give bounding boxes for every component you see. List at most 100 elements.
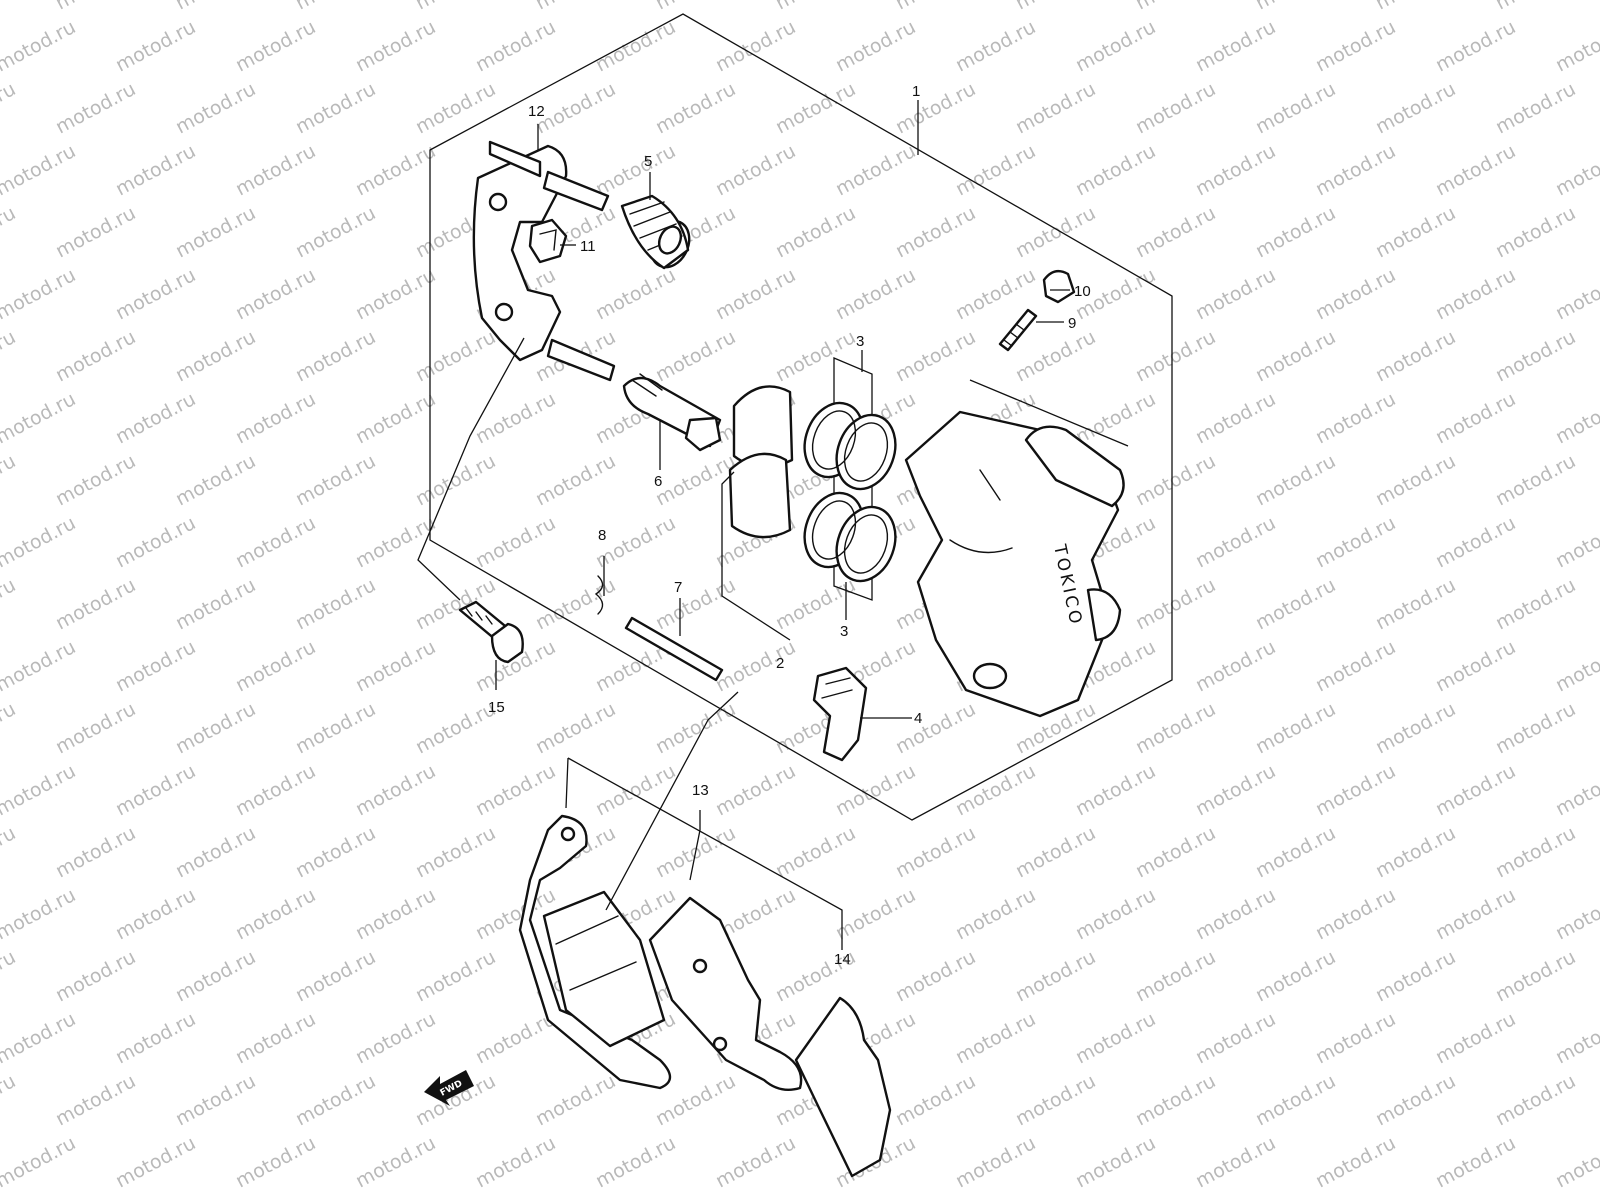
dust-boot — [620, 194, 691, 270]
pad-pin — [624, 616, 724, 682]
slide-pin — [622, 373, 722, 452]
watermark-text: motod.ru — [772, 202, 859, 262]
watermark-text: motod.ru — [472, 1132, 559, 1192]
watermark-text: motod.ru — [1012, 946, 1099, 1006]
watermark-text: motod.ru — [232, 264, 319, 324]
watermark-text: motod.ru — [352, 636, 439, 696]
watermark-text: motod.ru — [172, 1070, 259, 1130]
watermark-text: motod.ru — [112, 760, 199, 820]
watermark-text: motod.ru — [1132, 78, 1219, 138]
watermark-text: motod.ru — [1252, 0, 1339, 14]
watermark-text: motod.ru — [1072, 140, 1159, 200]
watermark-text: motod.ru — [592, 140, 679, 200]
watermark-text: motod.ru — [0, 1070, 19, 1130]
watermark-text: motod.ru — [1372, 0, 1459, 14]
pad-spring-clip — [528, 218, 568, 264]
watermark-text: motod.ru — [352, 16, 439, 76]
watermark-text: motod.ru — [1372, 1070, 1459, 1130]
watermark-text: motod.ru — [832, 760, 919, 820]
watermark-text: motod.ru — [1132, 1070, 1219, 1130]
watermark-text: motod.ru — [1492, 574, 1579, 634]
watermark-text: motod.ru — [1132, 0, 1219, 14]
watermark-text: motod.ru — [1012, 1070, 1099, 1130]
watermark-text: motod.ru — [652, 0, 739, 14]
watermark-text: motod.ru — [1432, 1008, 1519, 1068]
watermark-text: motod.ru — [712, 760, 799, 820]
brake-pad-shim — [794, 996, 892, 1178]
watermark-text: motod.ru — [892, 78, 979, 138]
watermark-text: motod.ru — [472, 16, 559, 76]
watermark-text: motod.ru — [1192, 512, 1279, 572]
watermark-text: motod.ru — [1252, 326, 1339, 386]
watermark-text: motod.ru — [1072, 16, 1159, 76]
brake-pad-rear — [648, 896, 803, 1091]
assembly-box-outline — [429, 13, 1173, 821]
watermark-text: motod.ru — [1492, 0, 1579, 14]
watermark-text: motod.ru — [232, 760, 319, 820]
watermark-text: motod.ru — [532, 450, 619, 510]
watermark-text: motod.ru — [0, 140, 79, 200]
bleeder-valve — [998, 308, 1038, 352]
watermark-text: motod.ru — [592, 1132, 679, 1192]
watermark-text: motod.ru — [412, 822, 499, 882]
callout-2: 2 — [776, 655, 784, 672]
watermark-text: motod.ru — [292, 78, 379, 138]
watermark-text: motod.ru — [172, 78, 259, 138]
caliper-bracket — [472, 140, 616, 382]
watermark-text: motod.ru — [1072, 1008, 1159, 1068]
watermark-text: motod.ru — [1192, 1132, 1279, 1192]
watermark-text: motod.ru — [592, 760, 679, 820]
watermark-text: motod.ru — [1132, 574, 1219, 634]
watermark-text: motod.ru — [52, 946, 139, 1006]
brake-pad-front — [518, 814, 672, 1090]
watermark-text: motod.ru — [0, 574, 19, 634]
watermark-text: motod.ru — [1372, 946, 1459, 1006]
pistons — [728, 385, 794, 539]
forward-arrow-icon: FWD — [424, 1070, 474, 1106]
watermark-text: motod.ru — [1192, 760, 1279, 820]
watermark-text: motod.ru — [52, 202, 139, 262]
watermark-text: motod.ru — [1192, 16, 1279, 76]
watermark-text: motod.ru — [0, 16, 79, 76]
watermark-text: motod.ru — [1372, 202, 1459, 262]
watermark-text: motod.ru — [1552, 1008, 1600, 1068]
watermark-text: motod.ru — [1012, 326, 1099, 386]
watermark-text: motod.ru — [112, 264, 199, 324]
watermark-text: motod.ru — [52, 1070, 139, 1130]
callout-3-upper: 3 — [856, 333, 864, 350]
watermark-text: motod.ru — [112, 512, 199, 572]
watermark-text: motod.ru — [172, 946, 259, 1006]
leader-lines — [417, 100, 1129, 950]
watermark-text: motod.ru — [1132, 822, 1219, 882]
watermark-text: motod.ru — [352, 512, 439, 572]
watermark-text: motod.ru — [1072, 388, 1159, 448]
watermark-text: motod.ru — [952, 760, 1039, 820]
watermark-text: motod.ru — [652, 326, 739, 386]
watermark-text: motod.ru — [952, 1132, 1039, 1192]
watermark-text: motod.ru — [232, 636, 319, 696]
watermark-text: motod.ru — [0, 822, 19, 882]
r-clip — [594, 575, 604, 615]
watermark-text: motod.ru — [832, 140, 919, 200]
piston-seals — [803, 357, 897, 601]
watermark-text: motod.ru — [1432, 388, 1519, 448]
watermark-text: motod.ru — [412, 946, 499, 1006]
watermark-text: motod.ru — [1552, 760, 1600, 820]
watermark-text: motod.ru — [952, 884, 1039, 944]
watermark-text: motod.ru — [1012, 822, 1099, 882]
watermark-text: motod.ru — [952, 1008, 1039, 1068]
watermark-text: motod.ru — [0, 326, 19, 386]
watermark-text: motod.ru — [1432, 636, 1519, 696]
watermark-text: motod.ru — [1492, 450, 1579, 510]
watermark-text: motod.ru — [292, 574, 379, 634]
watermark-text: motod.ru — [1192, 140, 1279, 200]
callout-13: 13 — [692, 782, 709, 799]
watermark-text: motod.ru — [532, 78, 619, 138]
watermark-text: motod.ru — [412, 0, 499, 14]
watermark-text: motod.ru — [1432, 140, 1519, 200]
watermark-text: motod.ru — [412, 78, 499, 138]
watermark-text: motod.ru — [292, 698, 379, 758]
watermark-text: motod.ru — [832, 884, 919, 944]
watermark-text: motod.ru — [1492, 326, 1579, 386]
watermark-text: motod.ru — [1552, 1132, 1600, 1192]
